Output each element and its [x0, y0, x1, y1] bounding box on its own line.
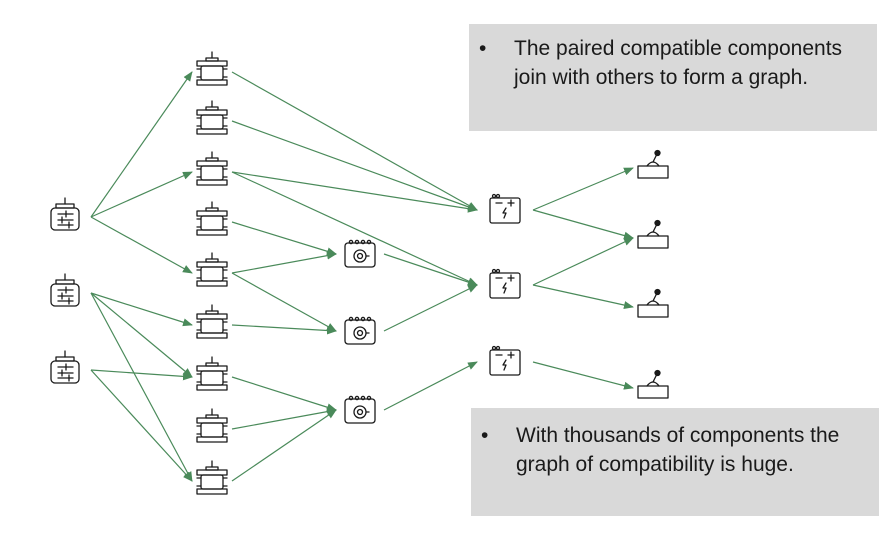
controller-icon: [50, 350, 80, 384]
graph-edge: [383, 253, 478, 286]
graph-edges: [90, 71, 634, 482]
graph-edge: [231, 221, 337, 256]
propeller-icon: [344, 239, 376, 268]
controller-icon: [50, 197, 80, 231]
graph-edge: [90, 292, 193, 327]
graph-edge: [90, 369, 193, 482]
graph-edge: [231, 171, 478, 286]
joystick-icon: [637, 369, 669, 399]
graph-edge: [231, 407, 337, 430]
graph-edge: [231, 324, 337, 335]
motor-icon: [196, 201, 228, 236]
joystick-icon: [637, 219, 669, 249]
callout-bottom: • With thousands of components the graph…: [471, 408, 879, 516]
callout-top: • The paired compatible components join …: [469, 24, 877, 131]
graph-edge: [231, 120, 478, 211]
motor-icon: [196, 304, 228, 339]
motor-icon: [196, 151, 228, 186]
graph-edge: [90, 216, 193, 274]
motor-icon: [196, 51, 228, 86]
callout-top-text: The paired compatible components join wi…: [514, 37, 843, 89]
graph-edge: [90, 369, 193, 381]
joystick-icon: [637, 288, 669, 318]
callout-top-item: • The paired compatible components join …: [469, 34, 865, 92]
graph-edge: [231, 251, 337, 274]
battery-icon: [489, 193, 521, 224]
battery-icon: [489, 345, 521, 376]
motor-icon: [196, 356, 228, 391]
graph-edge: [231, 376, 337, 412]
graph-edge: [532, 361, 634, 390]
graph-edge: [532, 167, 634, 211]
graph-edge: [532, 237, 634, 286]
graph-edge: [90, 71, 193, 218]
callout-bottom-item: • With thousands of components the graph…: [471, 421, 867, 479]
bullet: •: [479, 37, 487, 60]
callout-bottom-text: With thousands of components the graph o…: [516, 424, 840, 476]
graph-edge: [383, 361, 478, 411]
graph-edge: [90, 292, 193, 378]
graph-nodes: [50, 51, 669, 495]
motor-icon: [196, 408, 228, 443]
graph-edge: [532, 209, 634, 240]
graph-edge: [231, 71, 478, 211]
graph-edge: [383, 284, 478, 332]
graph-edge: [532, 284, 634, 309]
battery-icon: [489, 268, 521, 299]
graph-edge: [231, 409, 337, 482]
bullet: •: [481, 424, 489, 447]
joystick-icon: [637, 149, 669, 179]
propeller-icon: [344, 316, 376, 345]
motor-icon: [196, 460, 228, 495]
motor-icon: [196, 100, 228, 135]
graph-edge: [90, 292, 193, 482]
graph-edge: [90, 171, 193, 218]
graph-edge: [231, 272, 337, 332]
controller-icon: [50, 273, 80, 307]
propeller-icon: [344, 395, 376, 424]
graph-edge: [231, 171, 478, 213]
motor-icon: [196, 252, 228, 287]
